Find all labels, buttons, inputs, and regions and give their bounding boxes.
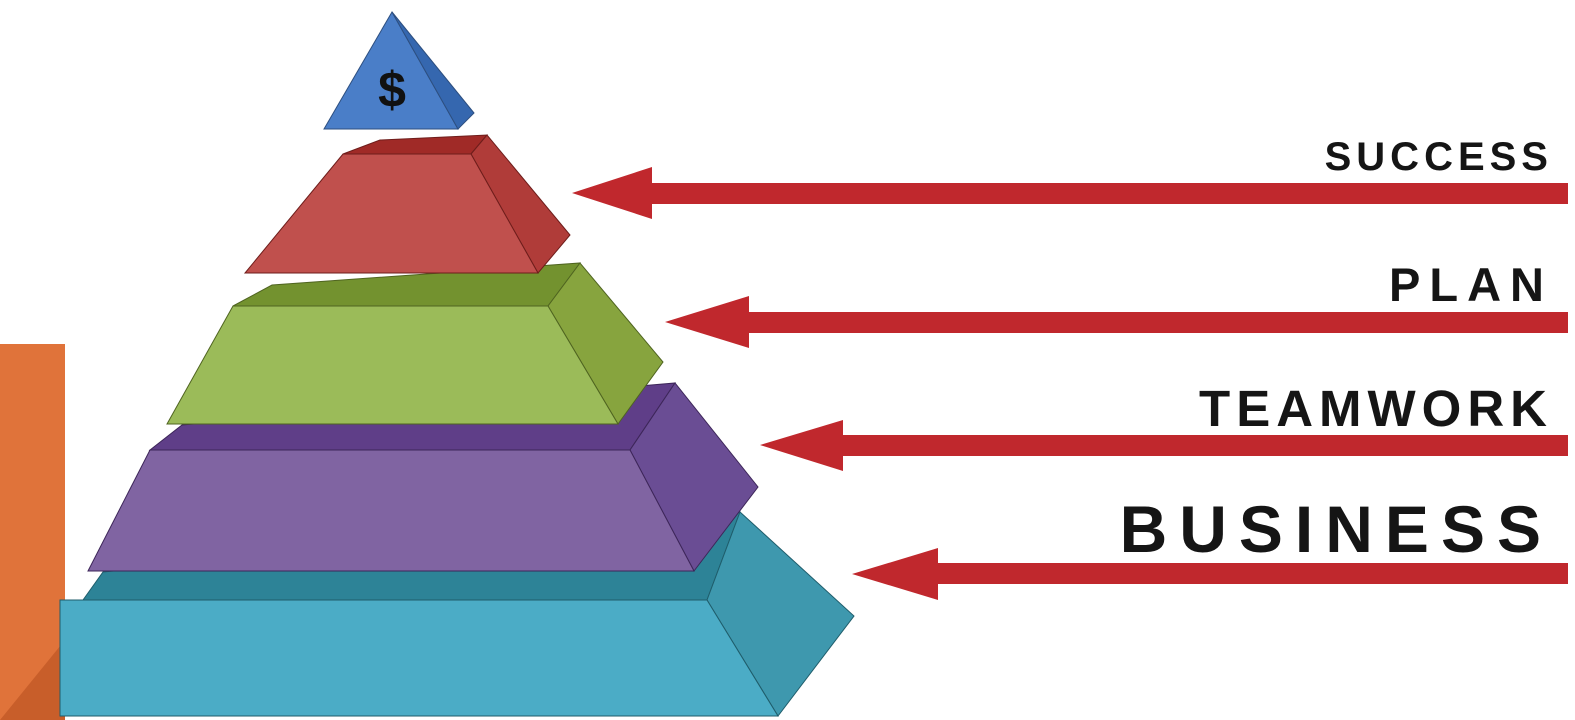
accent-bar-shadow (0, 640, 65, 720)
level-label-business: BUSINESS (1119, 492, 1553, 566)
arrow-success (572, 167, 1568, 219)
accent-bar (0, 344, 65, 720)
dollar-sign: $ (378, 62, 406, 118)
arrow-teamwork (760, 420, 1568, 471)
arrow-plan (665, 296, 1568, 348)
pyramid-tier-green (166, 262, 664, 425)
arrow-business (852, 548, 1568, 600)
pyramid-apex: $ (323, 10, 475, 130)
level-label-teamwork: TEAMWORK (1199, 380, 1553, 437)
pyramid-tier-red (243, 134, 571, 274)
level-label-success: SUCCESS (1324, 135, 1553, 179)
level-label-plan: PLAN (1389, 258, 1553, 311)
